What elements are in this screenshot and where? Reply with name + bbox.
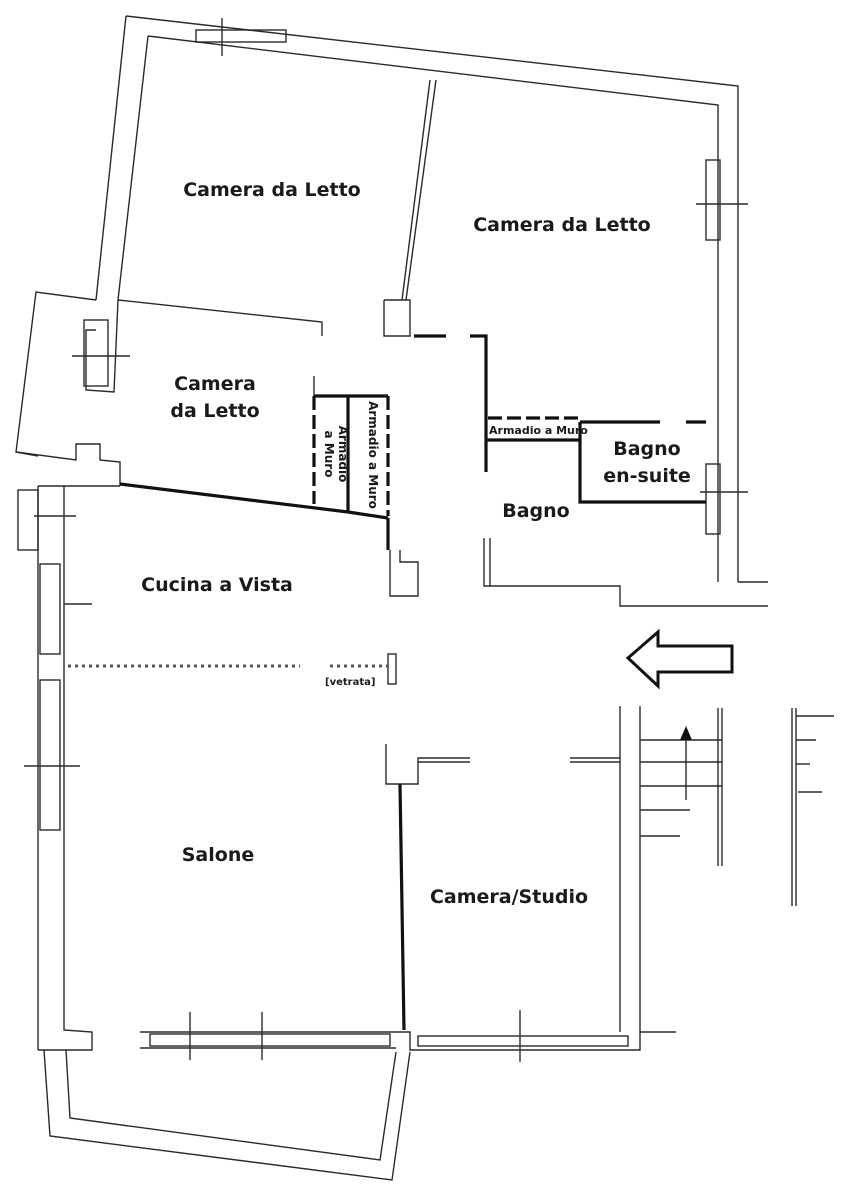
wardrobe-label-right: Armadio a Muro: [366, 401, 380, 509]
outer-walls: [15, 15, 768, 1181]
stairs-up-arrow-icon: [680, 726, 692, 740]
room-label-study: Camera/Studio: [429, 886, 589, 908]
room-label-bedroom-small: Camera da Letto: [160, 371, 270, 425]
wardrobe-dashes: [312, 396, 578, 516]
room-label-bathroom: Bagno: [502, 500, 570, 522]
room-label-bedroom-top-left: Camera da Letto: [183, 179, 361, 201]
room-label-bedroom-small-line1: Camera: [174, 373, 256, 395]
room-label-kitchen: Cucina a Vista: [141, 574, 293, 596]
wardrobe-label-left: Armadio a Muro: [322, 414, 350, 494]
room-label-ensuite-line1: Bagno: [613, 438, 681, 460]
room-label-bedroom-small-line2: da Letto: [170, 400, 260, 422]
wardrobe-label-left-line1: Armadio: [336, 425, 350, 483]
room-label-ensuite-line2: en-suite: [603, 465, 691, 487]
entrance-arrow-icon: [625, 628, 734, 690]
interior-walls: [313, 79, 834, 1032]
new-partitions: [119, 334, 706, 1031]
room-label-living: Salone: [181, 844, 255, 866]
room-label-ensuite: Bagno en-suite: [594, 436, 700, 490]
wardrobe-label-left-line2: a Muro: [322, 430, 336, 478]
glass-partition-label: [vetrata]: [325, 677, 376, 688]
wardrobe-label-corridor: Armadio a Muro: [489, 424, 588, 437]
room-label-bedroom-top-right: Camera da Letto: [473, 214, 651, 236]
